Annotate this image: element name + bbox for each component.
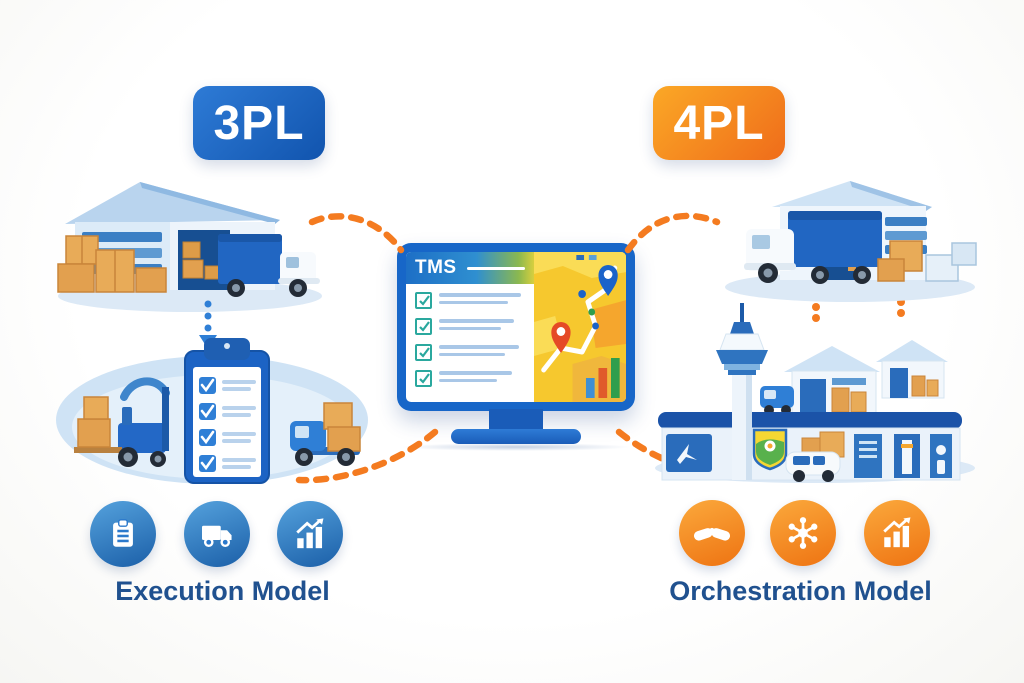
airport-sign — [666, 434, 712, 472]
warehouse-truck-illustration-right — [725, 181, 977, 302]
tms-checklist — [406, 284, 534, 396]
monitor-shadow — [400, 443, 632, 451]
checklist-item — [415, 370, 528, 387]
box-stack — [877, 240, 923, 282]
connector-bottom-right — [615, 428, 717, 478]
warehouse-truck-illustration-left — [57, 182, 322, 312]
tms-route-map — [533, 252, 626, 402]
badge-4pl-label: 4PL — [673, 96, 765, 150]
checklist-item — [415, 344, 528, 361]
checkbox-icon — [415, 344, 432, 361]
tms-monitor: TMS — [397, 243, 635, 411]
connector-bottom-left — [295, 428, 439, 484]
route-dot — [591, 322, 599, 330]
warehouse-roof — [65, 182, 280, 224]
truck-small — [290, 402, 361, 466]
terminal-building — [658, 412, 962, 482]
badge-3pl: 3PL — [193, 86, 325, 160]
tms-header: TMS — [406, 252, 534, 284]
network-hub-icon — [770, 500, 836, 566]
checklist-item — [415, 318, 528, 335]
small-warehouse-a — [760, 346, 880, 415]
badge-4pl: 4PL — [653, 86, 785, 160]
map-pin-red-icon — [550, 322, 571, 353]
route-dot — [577, 290, 586, 298]
mini-bar-chart — [585, 358, 620, 398]
handshake-icon — [679, 500, 745, 566]
map-pin-blue-icon — [598, 265, 618, 296]
forklift — [74, 377, 170, 467]
tms-header-line — [466, 266, 525, 270]
growth-chart-icon — [277, 501, 343, 567]
checkbox-icon — [415, 318, 432, 335]
checkbox-icon — [415, 370, 432, 387]
tms-screen: TMS — [406, 252, 626, 402]
clipboard-icon — [90, 501, 156, 567]
monitor-stand-base — [451, 429, 581, 444]
plane-icon — [677, 444, 697, 464]
monitor-stand-neck — [489, 409, 543, 431]
map-shield-emblem — [752, 428, 788, 471]
route-dot — [587, 308, 595, 316]
connector-top-left — [308, 213, 405, 254]
clipboard-checklist — [184, 338, 270, 484]
white-van — [785, 451, 841, 482]
connector-top-right — [624, 212, 721, 254]
growth-chart-icon — [864, 500, 930, 566]
delivery-truck-icon — [184, 501, 250, 567]
execution-scene-oval — [56, 338, 368, 484]
execution-model-label: Execution Model — [115, 576, 330, 606]
truck-blue — [218, 234, 320, 297]
checkbox-icon — [415, 292, 432, 309]
warehouse-roof — [772, 181, 932, 207]
control-tower — [716, 303, 768, 480]
badge-3pl-label: 3PL — [213, 96, 305, 150]
box-stack — [57, 235, 167, 293]
box-stack-light — [925, 242, 977, 282]
checklist-item — [415, 292, 528, 309]
tms-title: TMS — [415, 257, 457, 278]
small-warehouse-b — [876, 340, 948, 399]
orchestration-scene — [655, 303, 975, 483]
truck-blue — [744, 211, 882, 284]
orchestration-model-label: Orchestration Model — [669, 576, 932, 606]
